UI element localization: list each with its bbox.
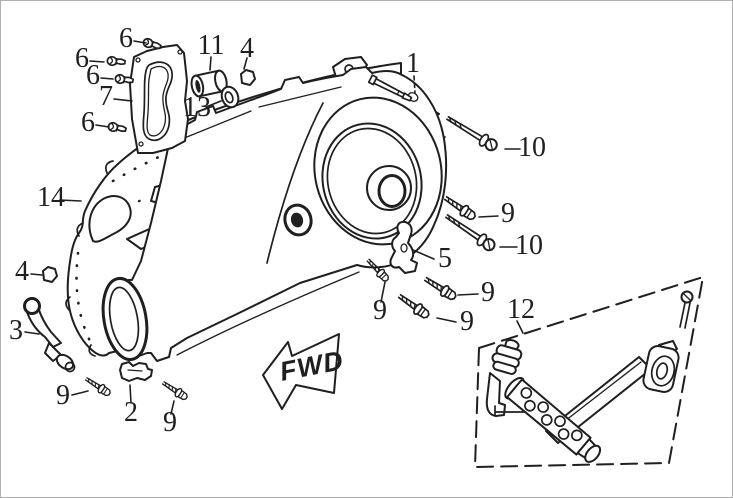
leader-line-11-19 <box>209 56 212 71</box>
nut-4-top <box>240 69 256 86</box>
part-label-9-16: 9 <box>163 406 177 438</box>
leader-line-9-16 <box>170 400 175 415</box>
leader-line-9-12 <box>457 293 479 296</box>
part-label-3-2: 3 <box>9 314 23 346</box>
clamp-2 <box>119 361 153 382</box>
bolt-1 <box>367 74 413 102</box>
leader-line-4-3 <box>243 57 248 70</box>
part-label-4-3: 4 <box>240 32 254 64</box>
duct-opening <box>101 276 149 362</box>
kick-arm-boss <box>642 340 680 393</box>
leader-line-6-6 <box>133 40 147 44</box>
kick-shaft-boss <box>283 203 313 237</box>
part-label-1-0: 1 <box>406 47 420 79</box>
leader-line-1-0 <box>413 75 416 94</box>
part-label-9-14: 9 <box>373 294 387 326</box>
leader-line-12-20 <box>516 320 524 334</box>
leader-line-7-10 <box>113 98 133 102</box>
kick-pedal-plate <box>494 405 530 417</box>
leader-line-6-8 <box>100 77 114 80</box>
part-label-6-9: 6 <box>81 106 95 138</box>
kick-starter-assembly <box>485 290 694 463</box>
bracket-5 <box>389 220 418 274</box>
part-label-9-13: 9 <box>460 305 474 337</box>
part-label-10-18: 10 <box>515 229 543 261</box>
leader-line-2-1 <box>129 384 132 404</box>
leader-line-9-13 <box>436 317 457 323</box>
kick-pedal <box>491 339 523 375</box>
part-label-10-17: 10 <box>518 131 546 163</box>
leader-line-9-14 <box>380 281 386 303</box>
leader-line-5-5 <box>412 249 435 260</box>
part-label-4-4: 4 <box>15 255 29 287</box>
part-label-5-5: 5 <box>438 242 452 274</box>
part-label-13-21: 13 <box>183 91 211 123</box>
part-label-6-8: 6 <box>86 59 100 91</box>
part-label-14-22: 14 <box>37 181 65 213</box>
part-label-2-1: 2 <box>124 396 138 428</box>
kick-pedal-post <box>485 372 506 417</box>
leader-line-3-2 <box>24 331 40 335</box>
part-label-12-20: 12 <box>507 293 535 325</box>
part-label-11-19: 11 <box>197 29 225 61</box>
leader-line-6-9 <box>95 124 110 128</box>
part-label-9-15: 9 <box>56 379 70 411</box>
kick-spindle <box>504 376 602 463</box>
leader-line-6-7 <box>89 60 105 63</box>
leader-line-4-4 <box>30 273 43 276</box>
cover-dome <box>313 96 443 246</box>
part-label-7-10: 7 <box>99 80 113 112</box>
panel-12 <box>474 276 704 468</box>
part-label-9-11: 9 <box>501 197 515 229</box>
leader-line-14-22 <box>59 199 82 202</box>
fwd-arrow: FWD <box>262 333 346 410</box>
kick-bolt <box>679 290 694 329</box>
leader-line-9-11 <box>478 215 499 218</box>
gasket-plate-7 <box>129 44 189 154</box>
collar-11 <box>190 69 228 98</box>
nut-4-left <box>42 266 58 283</box>
lever-3 <box>23 297 76 373</box>
grommet-13 <box>220 85 240 109</box>
leader-line-13-21 <box>205 100 222 108</box>
part-label-6-7: 6 <box>75 42 89 74</box>
part-label-9-12: 9 <box>481 276 495 308</box>
leader-line-9-15 <box>71 390 89 396</box>
part-label-6-6: 6 <box>119 22 133 54</box>
